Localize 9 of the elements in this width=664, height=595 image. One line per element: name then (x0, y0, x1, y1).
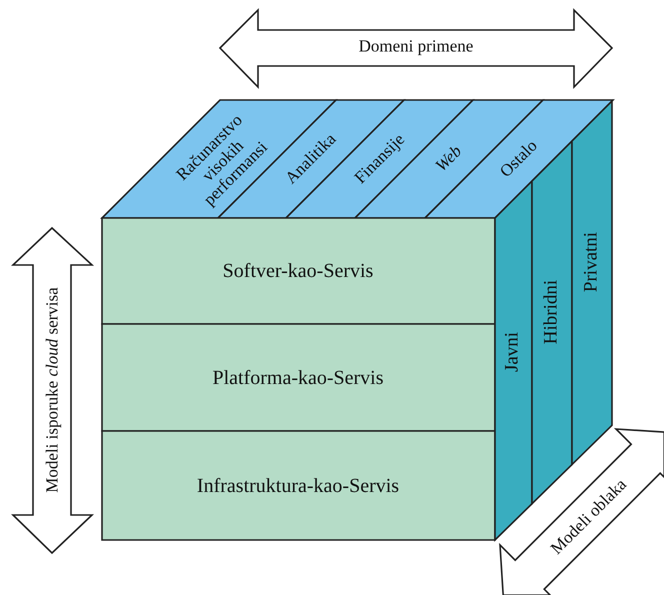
layer-label: Infrastruktura-kao-Servis (196, 475, 400, 497)
domain-label: Web (432, 142, 466, 176)
axis-label: Domeni primene (358, 38, 474, 56)
deployment-label: Javni (502, 332, 524, 372)
layer-label: Platforma-kao-Servis (212, 367, 384, 389)
deployment-label: Privatni (582, 232, 602, 292)
axis-label: Modeli isporuke cloud servisa (44, 287, 62, 493)
layer-label: Softver-kao-Servis (222, 260, 374, 282)
deployment-label: Hibridni (542, 280, 562, 344)
